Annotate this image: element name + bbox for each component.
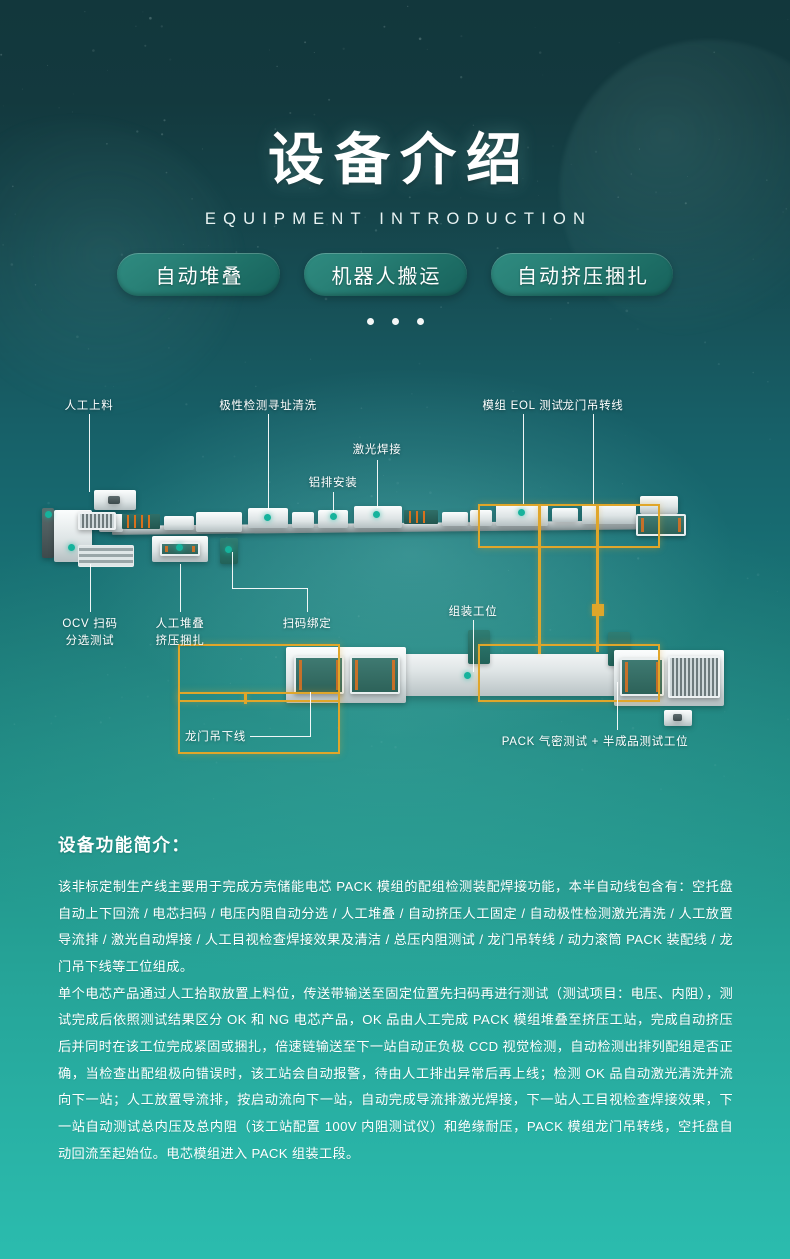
pill-auto-stacking[interactable]: 自动堆叠 xyxy=(117,253,280,296)
label-pack-airtight-test: PACK 气密测试 + 半成品测试工位 xyxy=(501,736,689,748)
gantry-frame-lower xyxy=(178,644,340,702)
leader-ocv xyxy=(90,564,91,612)
equipment-function-intro: 设备功能简介： 该非标定制生产线主要用于完成方壳储能电芯 PACK 模组的配组检… xyxy=(58,832,733,1167)
machine-assembly-cellpack-2 xyxy=(350,656,400,694)
label-gantry-transfer-line: 龙门吊转线 xyxy=(562,400,624,412)
gantry-frame-offline xyxy=(178,692,340,754)
machine-pcb-b xyxy=(404,510,438,524)
label-scan-binding: 扫码绑定 xyxy=(282,618,332,630)
pill-auto-press-binding[interactable]: 自动挤压捆扎 xyxy=(491,253,673,296)
label-gantry-offline: 龙门吊下线 xyxy=(185,731,246,743)
indicator-dot-ocv xyxy=(68,544,75,551)
carousel-dot-3[interactable] xyxy=(416,318,424,325)
gantry-offline-drop xyxy=(244,692,247,704)
machine-pcb-a xyxy=(122,514,160,529)
machine-block-f xyxy=(470,510,492,526)
leader-gantry-offline-v xyxy=(310,692,311,737)
gantry-hoist-block xyxy=(592,604,604,616)
gantry-frame-upper xyxy=(478,504,660,548)
leader-assembly-station xyxy=(473,620,474,672)
leader-manual-stack xyxy=(180,564,181,612)
machine-stripes-a xyxy=(78,512,116,530)
indicator-dot-scan-binding xyxy=(225,546,232,553)
label-module-eol-test: 模组 EOL 测试 xyxy=(482,400,564,412)
leader-eol xyxy=(523,414,524,504)
leader-polarity-clean xyxy=(268,414,269,510)
machine-gantry-carrier xyxy=(636,514,686,536)
label-busbar-install: 铝排安装 xyxy=(308,477,358,489)
leader-manual-loading xyxy=(89,414,90,492)
label-laser-welding: 激光焊接 xyxy=(352,444,402,456)
label-manual-stack-press: 人工堆叠 挤压捆扎 xyxy=(155,618,205,647)
machine-block-g xyxy=(552,508,578,522)
leader-gantry-offline-h xyxy=(250,736,310,737)
gantry-frame-lower-right xyxy=(478,644,660,702)
machine-airtight-manifold xyxy=(668,656,720,698)
leader-scan-binding-h xyxy=(232,588,308,589)
machine-controller-column xyxy=(42,508,54,558)
leader-pack-airtight xyxy=(617,682,618,730)
label-assembly-station: 组装工位 xyxy=(448,606,498,618)
production-line-diagram: 人工上料 极性检测寻址清洗 模组 EOL 测试 龙门吊转线 激光焊接 铝排安装 … xyxy=(0,392,790,772)
indicator-dot-busbar xyxy=(330,513,337,520)
info-heading: 设备功能简介： xyxy=(58,835,191,855)
info-paragraph-1: 该非标定制生产线主要用于完成方壳储能电芯 PACK 模组的配组检测装配焊接功能，… xyxy=(58,879,733,974)
carousel-dot-1[interactable] xyxy=(366,318,374,325)
label-polarity-detect-clean: 极性检测寻址清洗 xyxy=(219,400,317,412)
leader-scan-binding-v xyxy=(232,552,233,589)
pill-robot-handling[interactable]: 机器人搬运 xyxy=(304,253,467,296)
carousel-dots[interactable] xyxy=(0,318,790,325)
leader-gantry-transfer xyxy=(593,414,594,504)
indicator-dot-assembly-station xyxy=(464,672,471,679)
gantry-post-right xyxy=(596,504,599,652)
indicator-dot-laser-weld xyxy=(373,511,380,518)
machine-tray-rails xyxy=(78,545,134,567)
label-ocv-scan-sorting-test: OCV 扫码 分选测试 xyxy=(62,618,118,647)
machine-airtight-cellpack xyxy=(620,658,664,696)
label-manual-loading: 人工上料 xyxy=(64,400,114,412)
indicator-dot-eol xyxy=(518,509,525,516)
leader-busbar xyxy=(333,492,334,512)
leader-laser-welding xyxy=(377,460,378,508)
category-pill-row: 自动堆叠 机器人搬运 自动挤压捆扎 xyxy=(0,253,790,296)
gantry-post-left xyxy=(538,504,541,654)
machine-block-e xyxy=(442,512,468,526)
carousel-dot-2[interactable] xyxy=(391,318,399,325)
machine-screen xyxy=(108,496,120,504)
indicator-dot-manual-loading xyxy=(45,511,52,518)
page-subtitle: EQUIPMENT INTRODUCTION xyxy=(204,210,593,228)
indicator-dot-press xyxy=(176,544,183,551)
machine-airtight-console-screen xyxy=(673,714,682,721)
page-header: 设备介绍 EQUIPMENT INTRODUCTION 自动堆叠 机器人搬运 自… xyxy=(0,0,790,325)
indicator-dot-polarity-clean xyxy=(264,514,271,521)
page-title: 设备介绍 xyxy=(268,128,532,191)
leader-scan-binding-drop xyxy=(307,588,308,612)
machine-block-d xyxy=(292,512,314,528)
machine-block-h xyxy=(582,504,636,524)
machine-block-c xyxy=(196,512,242,532)
machine-block-b xyxy=(164,516,194,530)
info-paragraph-2: 单个电芯产品通过人工拾取放置上料位，传送带输送至固定位置先扫码再进行测试（测试项… xyxy=(58,985,733,1161)
